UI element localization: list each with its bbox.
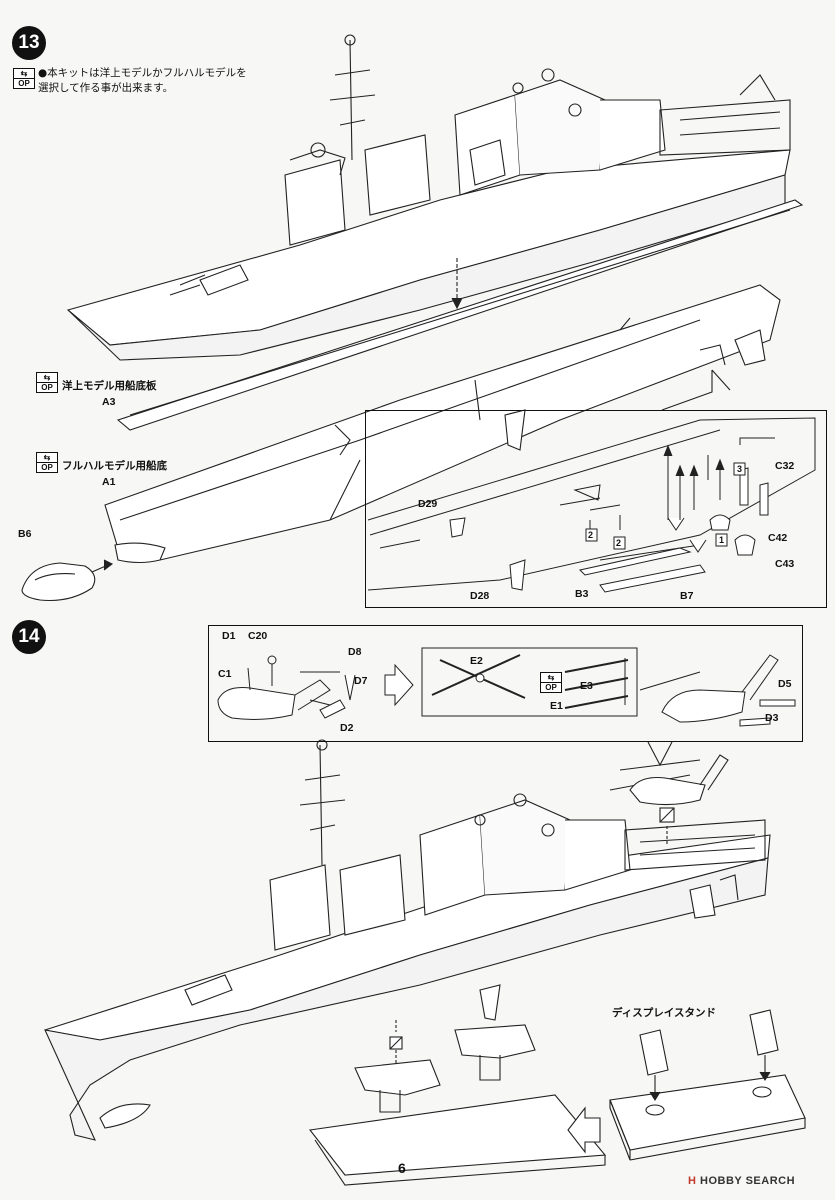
part-c42: C42 xyxy=(768,532,788,544)
part-number-1: 1 xyxy=(719,535,725,545)
part-e2: E2 xyxy=(470,655,483,667)
part-c43: C43 xyxy=(775,558,795,570)
part-b7: B7 xyxy=(680,590,694,602)
part-number-3: 3 xyxy=(737,464,743,474)
op-badge-waterline: ⇆OP xyxy=(36,372,58,393)
part-c1: C1 xyxy=(218,668,232,680)
part-e3: E3 xyxy=(580,680,593,692)
step-13-note: ●本キットは洋上モデルかフルハルモデルを 選択して作る事が出来ます。 xyxy=(38,66,247,96)
part-number-2b: 2 xyxy=(616,538,622,548)
part-e1: E1 xyxy=(550,700,563,712)
step-14-badge: 14 xyxy=(12,620,46,654)
note-line-2: 選択して作る事が出来ます。 xyxy=(38,82,174,94)
fullhull-label: フルハルモデル用船底 xyxy=(62,460,167,472)
part-d7: D7 xyxy=(354,675,368,687)
part-c32: C32 xyxy=(775,460,795,472)
part-d8: D8 xyxy=(348,646,362,658)
stern-detail-box xyxy=(365,410,827,608)
part-d1: D1 xyxy=(222,630,236,642)
logo-h-mark: H xyxy=(688,1175,697,1187)
hobby-search-logo: H HOBBY SEARCH xyxy=(688,1175,795,1187)
part-number-2a: 2 xyxy=(588,530,594,540)
op-badge-rotor: ⇆OP xyxy=(540,672,562,693)
part-d29: D29 xyxy=(418,498,438,510)
part-d28: D28 xyxy=(470,590,490,602)
logo-text: HOBBY SEARCH xyxy=(700,1175,796,1187)
part-b3: B3 xyxy=(575,588,589,600)
part-c20: C20 xyxy=(248,630,268,642)
note-line-1: ●本キットは洋上モデルかフルハルモデルを xyxy=(38,67,247,79)
op-badge-fullhull: ⇆OP xyxy=(36,452,58,473)
part-d5: D5 xyxy=(778,678,792,690)
part-a3: A3 xyxy=(102,396,116,408)
part-a1: A1 xyxy=(102,476,116,488)
part-b6: B6 xyxy=(18,528,32,540)
display-stand-label: ディスプレイスタンド xyxy=(612,1007,716,1019)
step-13-badge: 13 xyxy=(12,26,46,60)
helicopter-detail-box xyxy=(208,625,803,742)
waterline-label: 洋上モデル用船底板 xyxy=(62,380,157,392)
part-d2: D2 xyxy=(340,722,354,734)
part-d3: D3 xyxy=(765,712,779,724)
page-number: 6 xyxy=(398,1160,406,1176)
op-badge-note: ⇆OP xyxy=(13,68,35,89)
